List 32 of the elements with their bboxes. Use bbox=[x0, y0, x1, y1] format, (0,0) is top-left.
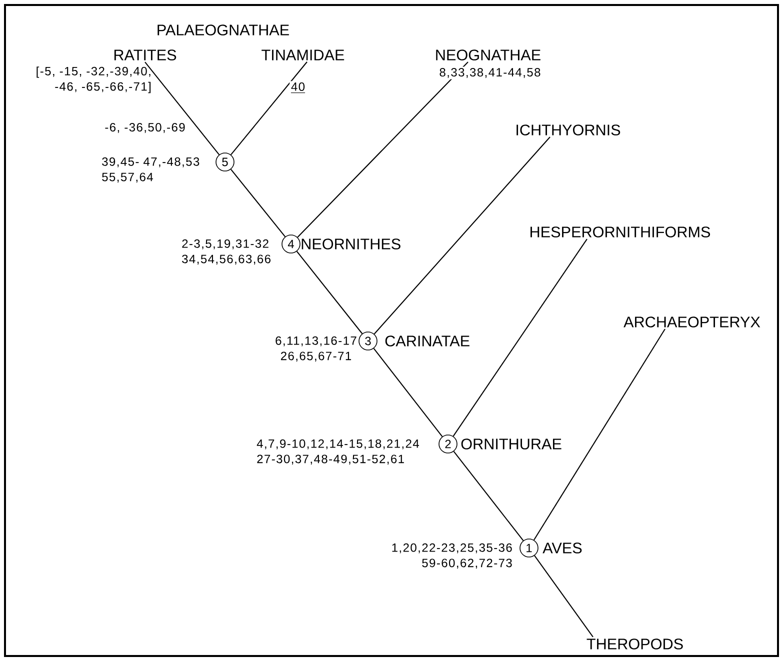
character-list: -6, -36,50,-69 bbox=[103, 122, 187, 134]
taxon-label: ARCHAEOPTERYX bbox=[624, 316, 760, 328]
clade-label: AVES bbox=[542, 542, 582, 554]
branch-line bbox=[374, 136, 550, 334]
taxon-label: TINAMIDAE bbox=[262, 50, 344, 60]
branch-line bbox=[296, 251, 363, 334]
taxon-label: HESPERORNITHIFORMS bbox=[530, 226, 710, 238]
clade-label: ORNITHURAE bbox=[461, 438, 562, 450]
taxon-label: ICHTHYORNIS bbox=[516, 124, 620, 136]
taxon-label: NEOGNATHAE bbox=[436, 50, 540, 60]
branch-line bbox=[534, 555, 594, 638]
branch-line bbox=[452, 238, 588, 437]
clade-label: PALAEOGNATHAE bbox=[158, 24, 289, 36]
branch-line bbox=[144, 62, 220, 155]
character-list: 4,7,9-10,12,14-15,18,21,24 27-30,37,48-49,51-52,61 bbox=[256, 439, 419, 465]
taxon-label: THEROPODS bbox=[586, 638, 683, 650]
character-list: 2-3,5,19,31-32 34,54,56,63,66 bbox=[182, 239, 270, 265]
branch-line bbox=[373, 348, 443, 437]
branch-line bbox=[230, 62, 308, 156]
character-list: 1,20,22-23,25,35-36 59-60,62,72-73 bbox=[392, 543, 512, 569]
character-list: [-5, -15, -32,-39,40, -46, -65,-66,-71] bbox=[36, 66, 151, 94]
character-list: 40 bbox=[290, 81, 306, 95]
character-list: 39,45- 47,-48,53 55,57,64 bbox=[102, 157, 200, 183]
clade-label: CARINATAE bbox=[385, 336, 470, 346]
clade-label: NEORNITHES bbox=[302, 238, 400, 250]
character-list: 8,33,38,41-44,58 bbox=[438, 66, 542, 80]
branch-line bbox=[230, 168, 286, 237]
branch-line bbox=[297, 62, 468, 238]
character-list: 6,11,13,16-17 26,65,67-71 bbox=[276, 336, 356, 362]
branch-line bbox=[534, 328, 666, 540]
branch-line bbox=[453, 451, 524, 541]
taxon-label: RATITES bbox=[114, 50, 176, 60]
